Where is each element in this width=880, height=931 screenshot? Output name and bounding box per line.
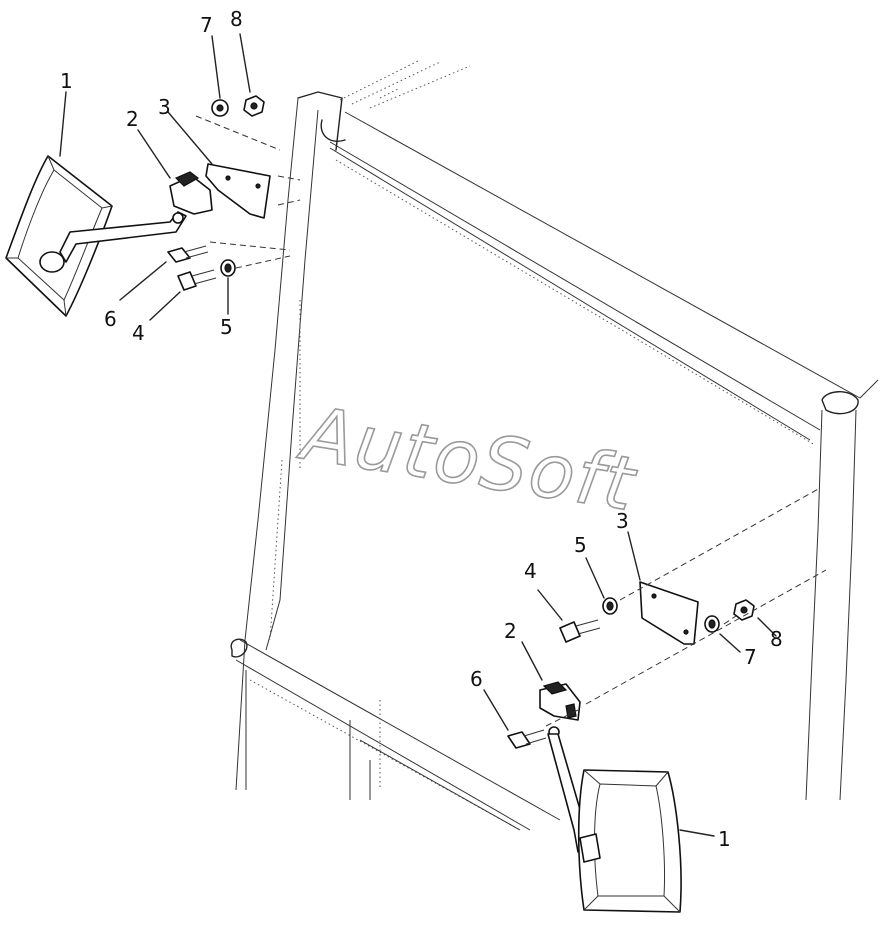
right-washer-7 xyxy=(704,615,720,633)
right-nut-8 xyxy=(733,599,755,621)
callout-left-6: 6 xyxy=(104,307,117,331)
cab-frame xyxy=(230,59,879,831)
right-mirror-head xyxy=(577,769,682,913)
left-mirror-clamp xyxy=(169,171,213,215)
callout-left-8: 8 xyxy=(230,7,243,31)
callout-left-7: 7 xyxy=(200,13,213,37)
left-washer-5 xyxy=(220,259,236,277)
callout-left-1: 1 xyxy=(60,69,73,93)
callout-left-4: 4 xyxy=(132,321,145,345)
left-nut-8 xyxy=(243,95,265,117)
left-washer-7 xyxy=(211,99,229,117)
left-bolt-4 xyxy=(177,269,217,291)
callout-right-6: 6 xyxy=(470,667,483,691)
callout-right-7: 7 xyxy=(744,645,757,669)
right-bolt-4 xyxy=(559,619,601,643)
callout-right-8: 8 xyxy=(770,627,783,651)
right-mount-bracket xyxy=(639,581,699,645)
callout-left-2: 2 xyxy=(126,107,139,131)
callout-right-1: 1 xyxy=(718,827,731,851)
callout-right-5: 5 xyxy=(574,533,587,557)
right-mirror-assembly xyxy=(483,487,827,913)
left-mirror-arm xyxy=(59,211,187,263)
callout-right-3: 3 xyxy=(616,509,629,533)
callout-right-2: 2 xyxy=(504,619,517,643)
left-mirror-assembly xyxy=(5,33,301,321)
callout-left-5: 5 xyxy=(220,315,233,339)
right-mirror-clamp xyxy=(539,681,581,721)
right-washer-5 xyxy=(602,597,618,615)
watermark-text: AutoSoft xyxy=(293,390,642,528)
callout-right-4: 4 xyxy=(524,559,537,583)
left-mount-bracket xyxy=(205,163,271,219)
callout-left-3: 3 xyxy=(158,95,171,119)
left-screw-6 xyxy=(167,245,209,263)
right-screw-6 xyxy=(507,729,547,749)
